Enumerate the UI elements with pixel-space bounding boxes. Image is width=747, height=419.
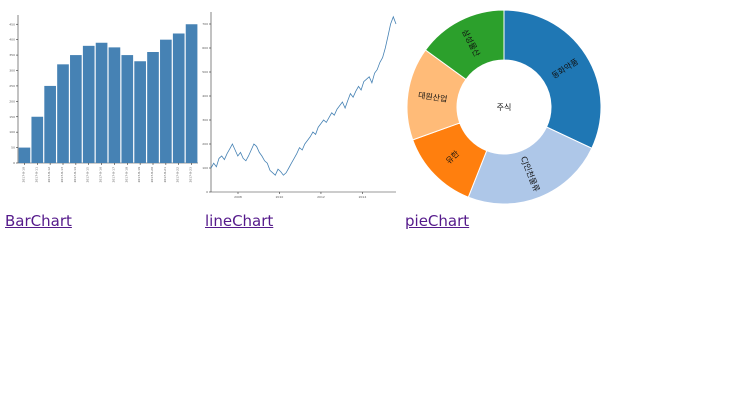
bar-x-tick-label: 2017-8-21: [163, 167, 167, 183]
line-x-tick-label: 2010: [276, 195, 284, 199]
bar-x-tick-label: 2017-8-23: [189, 167, 193, 183]
bar-y-tick-label: 300: [9, 69, 15, 73]
bar-x-tick-label: 2017-8-16: [99, 167, 103, 183]
pie-chart-link[interactable]: pieChart: [405, 212, 470, 230]
bar-y-tick-label: 0: [13, 161, 15, 165]
bar-x-tick-label: 2017-8-10: [21, 167, 25, 183]
bar-y-tick-label: 100: [9, 130, 15, 134]
bar-y-tick-label: 350: [9, 53, 15, 57]
line-y-tick-label: 200: [202, 142, 208, 146]
bar: [121, 55, 134, 164]
bar-y-tick-label: 250: [9, 84, 15, 88]
line-y-tick-label: 500: [202, 70, 208, 74]
bar-x-tick-label: 2017-8-22: [176, 167, 180, 183]
line-y-tick-label: 700: [202, 22, 208, 26]
bar: [160, 39, 172, 163]
bar-x-tick-label: 2017-8-12: [47, 167, 51, 183]
line-chart-panel: 0 100 200 300 400 500 600 700 2008 2010 2012 2014 l…: [200, 0, 400, 240]
bar-x-tick-label: 2017-8-20: [150, 167, 154, 183]
line-chart: 0 100 200 300 400 500 600 700 2008 2010 2012 2014: [202, 12, 397, 199]
pie-center-label: 주식: [497, 103, 512, 112]
bar-y-tick-label: 150: [9, 115, 15, 119]
bar: [57, 64, 69, 163]
bar-chart-panel: 0 50 100 150 200 250 300 350 400 450 2017-8-10 2017…: [0, 0, 200, 240]
pie-slice-label: 대원산업: [417, 90, 448, 104]
bar-y-tick-label: 50: [11, 146, 15, 150]
line-y-tick-label: 0: [206, 190, 208, 194]
line-x-tick-label: 2014: [359, 195, 367, 199]
pie-slice: [503, 9, 602, 149]
line-y-tick-label: 100: [202, 166, 208, 170]
bar: [70, 55, 82, 164]
bar-y-tick-label: 450: [9, 22, 15, 26]
line-x-tick-label: 2012: [317, 195, 325, 199]
bar-x-tick-label: 2017-8-13: [60, 167, 64, 183]
bar: [82, 45, 95, 164]
bar: [108, 47, 121, 163]
bar-x-tick-label: 2017-8-15: [86, 167, 90, 183]
bar: [172, 33, 185, 163]
bar-y-tick-label: 200: [9, 99, 15, 103]
bar: [95, 42, 108, 163]
line-y-tick-label: 400: [202, 94, 208, 98]
bar-x-tick-label: 2017-8-19: [137, 167, 141, 183]
bar-x-tick-label: 2017-8-14: [73, 167, 77, 183]
pie-slice: [467, 126, 593, 205]
bar-x-tick-label: 2017-8-17: [111, 167, 115, 183]
line-x-tick-label: 2008: [234, 195, 242, 199]
bar: [185, 24, 198, 163]
bar: [147, 52, 159, 163]
bar-y-tick-label: 400: [9, 38, 15, 42]
line-chart-link[interactable]: lineChart: [205, 212, 274, 230]
pie-slice: [424, 9, 505, 81]
line-y-tick-label: 600: [202, 46, 208, 50]
bar-x-tick-label: 2017-8-11: [34, 167, 38, 183]
bar-chart: 0 50 100 150 200 250 300 350 400 450 2017-8-10 2017…: [9, 15, 198, 183]
bar-x-tick-label: 2017-8-18: [124, 167, 128, 183]
bar: [31, 116, 44, 163]
bar: [44, 85, 56, 163]
line-y-tick-label: 300: [202, 118, 208, 122]
line-series: [210, 15, 397, 176]
bar-chart-link[interactable]: BarChart: [5, 212, 72, 230]
bar: [134, 61, 146, 163]
bar: [18, 147, 31, 163]
